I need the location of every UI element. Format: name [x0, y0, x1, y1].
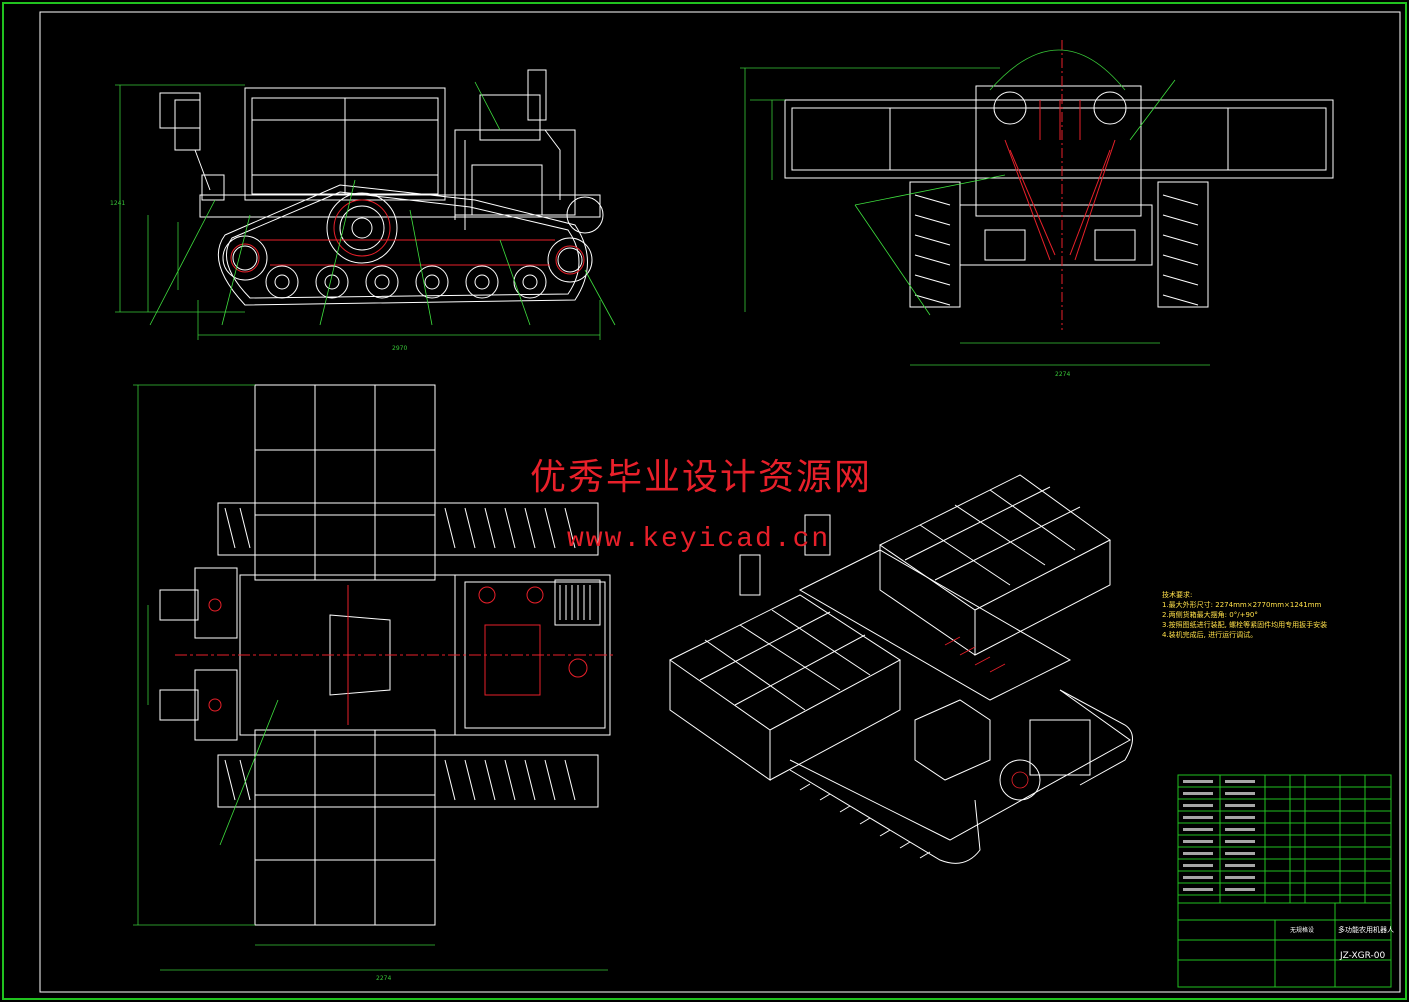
front-view — [784, 85, 1334, 308]
title-block-material: 无规格设 — [1290, 926, 1314, 934]
notes-line: 2.两侧货箱最大摆角: 0°/+90° — [1162, 611, 1258, 619]
notes-line: 4.装机完成后, 进行运行调试。 — [1162, 631, 1258, 639]
notes-line: 1.最大外形尺寸: 2274mm×2770mm×1241mm — [1162, 601, 1322, 609]
dim-side-height: 1241 — [110, 200, 125, 207]
inner-border — [39, 11, 1401, 993]
dim-side-length: 2970 — [392, 345, 407, 352]
isometric-view — [669, 474, 1133, 864]
plan-view-dimensions — [133, 384, 608, 971]
plan-view-accents — [175, 585, 615, 725]
front-view-dimensions — [740, 49, 1210, 366]
notes-line: 3.按照图纸进行装配, 螺栓等紧固件均用专用扳手安装 — [1162, 621, 1328, 629]
isometric-accents — [944, 636, 1029, 789]
title-block-name: 多功能农用机器人 — [1338, 925, 1394, 934]
dim-front-width: 2274 — [1055, 371, 1070, 378]
side-view-dimensions — [115, 81, 616, 340]
title-block-fill — [1183, 780, 1255, 891]
watermark-url[interactable]: www.keyicad.cn — [567, 524, 831, 555]
watermark-title: 优秀毕业设计资源网 — [530, 457, 873, 498]
dim-plan-width: 2274 — [376, 975, 391, 982]
notes-heading: 技术要求: — [1162, 591, 1193, 599]
technical-notes: 技术要求: 1.最大外形尺寸: 2274mm×2770mm×1241mm 2.两… — [1162, 590, 1327, 640]
front-view-accents — [1004, 40, 1116, 330]
title-block-drawing-no: JZ-XGR-00 — [1339, 951, 1385, 961]
title-block — [1177, 774, 1392, 988]
side-view — [159, 69, 604, 306]
